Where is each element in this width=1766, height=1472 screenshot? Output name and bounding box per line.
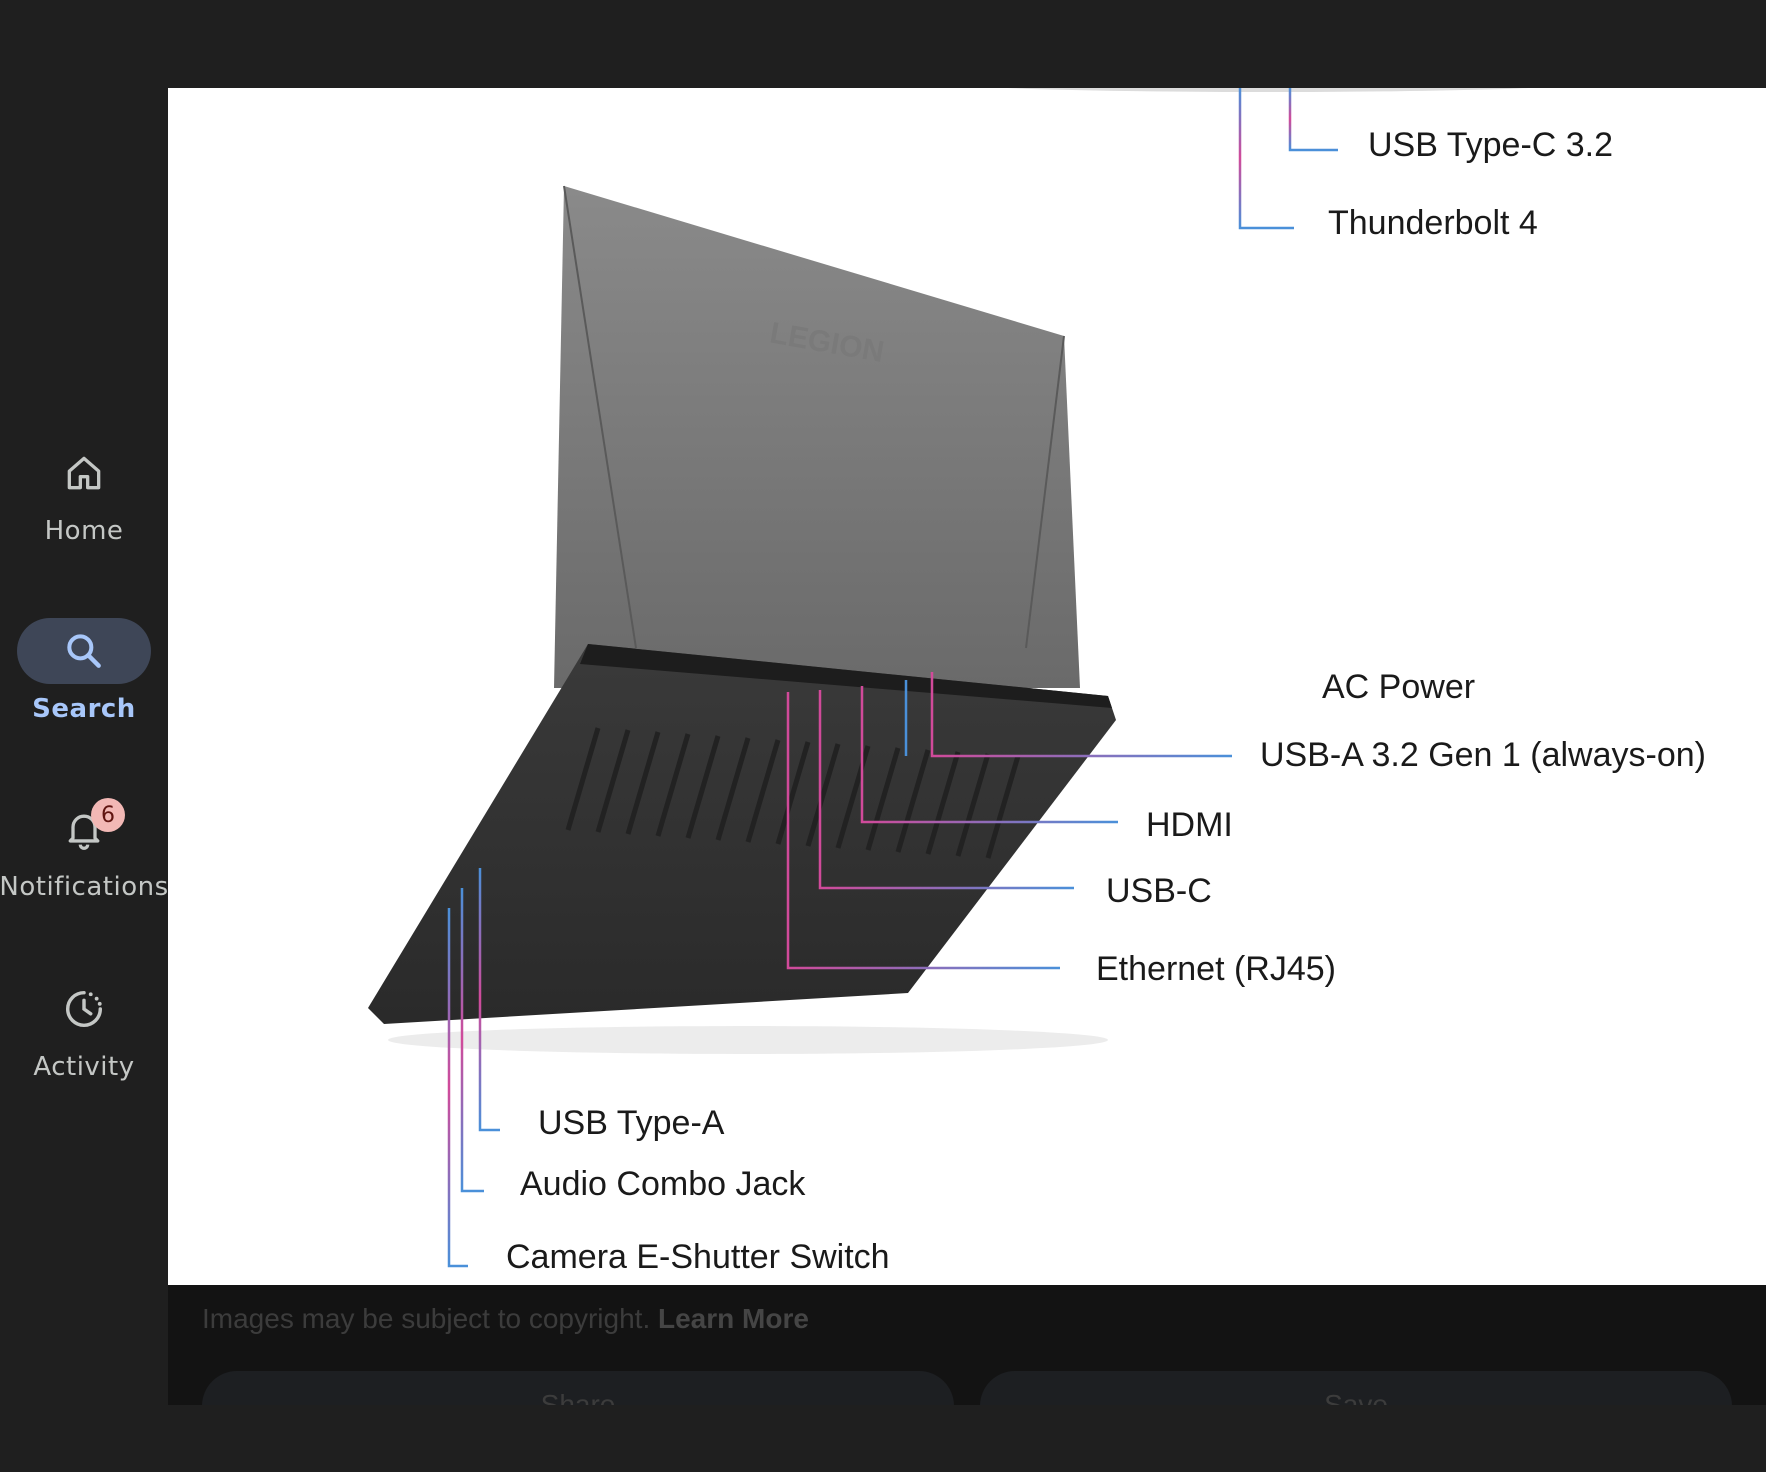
activity-icon [66,990,103,1027]
laptop-base [368,644,1116,1024]
callout-usb-c: USB-C [1106,872,1212,910]
laptop-lid [554,186,1080,688]
share-label: Share [540,1389,616,1405]
nav-item-notifications[interactable]: 6 Notifications [0,796,168,902]
nav-pill-search [17,618,151,684]
nav-pill-home [17,440,151,506]
callout-ac-power: AC Power [1322,668,1476,706]
vent-grille [565,727,1021,859]
image-viewer[interactable]: LEGION [168,88,1766,1285]
save-button[interactable]: Save [980,1371,1732,1405]
top-strip [168,0,1766,88]
notification-badge: 6 [91,798,125,832]
image-footer: Images may be subject to copyright. Lear… [168,1285,1766,1405]
copyright-notice: Images may be subject to copyright. Lear… [202,1303,809,1335]
share-button[interactable]: Share [202,1371,954,1405]
top-shadow [1008,88,1528,92]
nav-item-home[interactable]: Home [0,440,168,546]
nav-pill-notifications: 6 [17,796,151,862]
callout-thunderbolt-4: Thunderbolt 4 [1328,204,1538,242]
bell-icon [68,814,100,850]
callout-ethernet: Ethernet (RJ45) [1096,950,1336,988]
nav-label-activity: Activity [33,1052,135,1082]
search-icon [67,634,101,668]
callout-usb-type-c-32: USB Type-C 3.2 [1368,126,1614,164]
callout-audio-combo-jack: Audio Combo Jack [520,1165,806,1203]
learn-more-link[interactable]: Learn More [658,1303,809,1334]
callout-usb-type-a: USB Type-A [538,1104,725,1142]
copyright-text: Images may be subject to copyright. [202,1303,651,1334]
callout-camera-shutter: Camera E-Shutter Switch [506,1238,890,1276]
nav-label-home: Home [44,516,124,546]
bottom-margin [0,1405,1766,1472]
laptop-ports-diagram: LEGION [368,88,1528,1268]
nav-label-search: Search [32,694,136,724]
home-icon [67,456,101,490]
callout-hdmi: HDMI [1146,806,1233,844]
save-label: Save [1324,1389,1388,1405]
callout-usb-a-32-gen1: USB-A 3.2 Gen 1 (always-on) [1260,736,1706,774]
nav-label-notifications: Notifications [0,872,169,902]
nav-item-activity[interactable]: Activity [0,976,168,1082]
nav-item-search[interactable]: Search [0,618,168,724]
nav-pill-activity [17,976,151,1042]
side-navigation: Home Search 6 Notifications [0,0,168,1472]
